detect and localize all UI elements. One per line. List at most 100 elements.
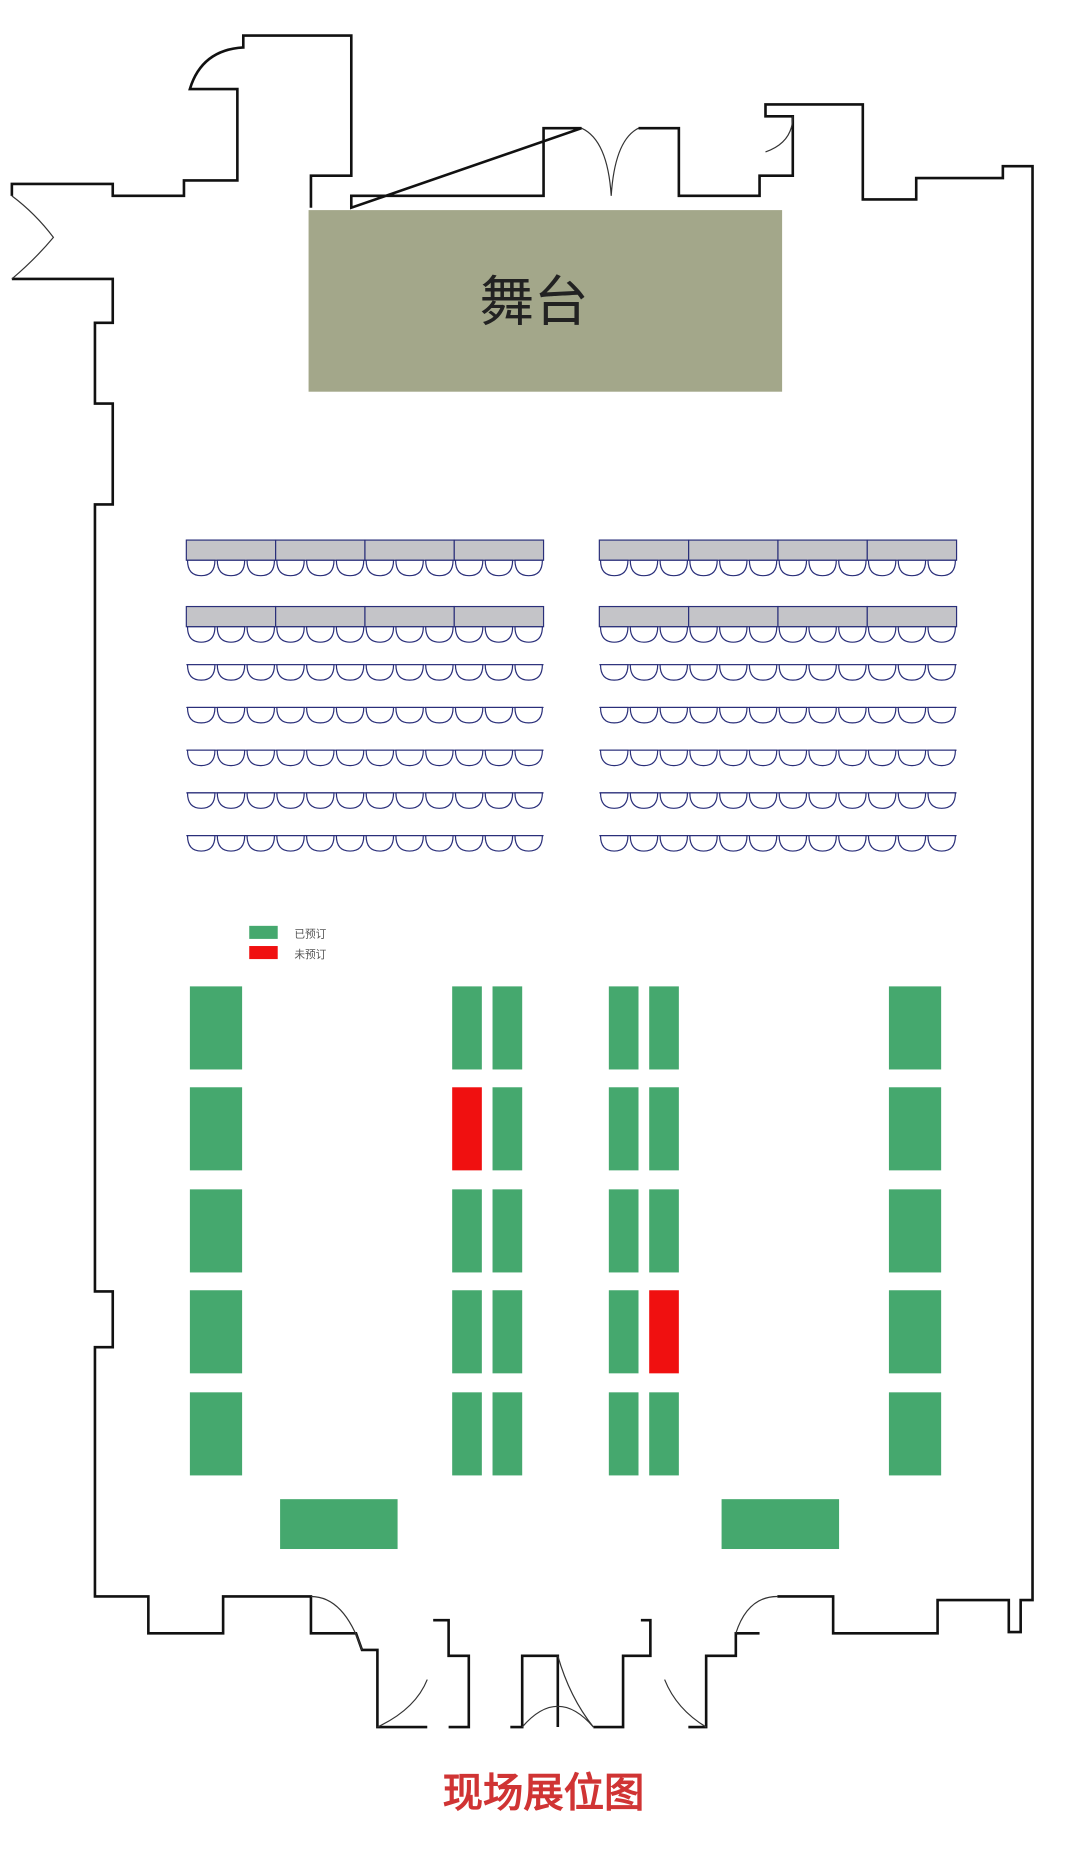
chair bbox=[186, 835, 216, 852]
chair bbox=[599, 835, 629, 852]
chair bbox=[897, 792, 927, 809]
booth-aisle1-left-4-booked[interactable] bbox=[452, 1290, 482, 1374]
booth-aisle2-right-2-booked[interactable] bbox=[649, 1087, 679, 1171]
stage bbox=[308, 210, 783, 392]
legend: 已预订 未预订 bbox=[249, 925, 327, 961]
chair bbox=[867, 626, 897, 643]
chair bbox=[719, 626, 748, 643]
chair bbox=[425, 792, 454, 809]
chair bbox=[425, 664, 454, 681]
booth-left-wall-3-booked[interactable] bbox=[189, 1189, 243, 1273]
chair bbox=[689, 749, 718, 767]
chair bbox=[514, 664, 543, 681]
chair bbox=[719, 792, 748, 809]
chair bbox=[599, 792, 629, 809]
chair bbox=[216, 835, 246, 852]
table bbox=[275, 605, 366, 628]
booth-left-wall-1-booked[interactable] bbox=[189, 986, 243, 1070]
table bbox=[598, 605, 690, 628]
booth-aisle2-right-5-booked[interactable] bbox=[649, 1392, 679, 1476]
chair bbox=[719, 749, 748, 767]
booth-aisle1-right-5-booked[interactable] bbox=[492, 1392, 523, 1476]
booth-aisle1-right-3-booked[interactable] bbox=[492, 1189, 523, 1273]
chair bbox=[305, 664, 335, 681]
booth-bottom-right-booked[interactable] bbox=[721, 1499, 840, 1550]
chair bbox=[395, 626, 424, 643]
chair bbox=[246, 835, 276, 852]
chair bbox=[454, 835, 484, 852]
chair bbox=[484, 835, 514, 852]
chair bbox=[778, 664, 808, 681]
chair bbox=[335, 626, 365, 643]
chair bbox=[484, 559, 514, 577]
booth-aisle2-left-2-booked[interactable] bbox=[608, 1087, 639, 1171]
chair bbox=[276, 835, 305, 852]
booth-aisle1-left-3-booked[interactable] bbox=[452, 1189, 482, 1273]
booth-aisle1-left-2-available[interactable] bbox=[452, 1087, 482, 1171]
booth-bottom-left-booked[interactable] bbox=[280, 1499, 398, 1550]
booth-aisle2-left-5-booked[interactable] bbox=[608, 1392, 639, 1476]
chair bbox=[867, 749, 897, 767]
chair bbox=[748, 559, 778, 577]
map-title: 现场展位图 bbox=[443, 1770, 645, 1817]
chair bbox=[454, 792, 484, 809]
stage-label: 舞台 bbox=[479, 269, 588, 333]
chair bbox=[629, 664, 659, 681]
chair bbox=[305, 749, 335, 767]
door-top bbox=[581, 127, 639, 196]
booth-left-wall-5-booked[interactable] bbox=[189, 1392, 243, 1476]
chair bbox=[897, 706, 927, 724]
chair bbox=[425, 835, 454, 852]
booth-right-wall-5-booked[interactable] bbox=[888, 1392, 942, 1476]
booth-aisle2-right-3-booked[interactable] bbox=[649, 1189, 679, 1273]
chair bbox=[689, 706, 718, 724]
booth-right-wall-3-booked[interactable] bbox=[888, 1189, 942, 1273]
chair bbox=[395, 792, 424, 809]
booth-right-wall-1-booked[interactable] bbox=[888, 986, 942, 1070]
booth-aisle1-left-5-booked[interactable] bbox=[452, 1392, 482, 1476]
chair bbox=[748, 706, 778, 724]
chair bbox=[689, 835, 718, 852]
chair bbox=[216, 792, 246, 809]
booth-aisle1-left-1-booked[interactable] bbox=[452, 986, 482, 1070]
booth-aisle1-right-4-booked[interactable] bbox=[492, 1290, 523, 1374]
booth-aisle2-left-1-booked[interactable] bbox=[608, 986, 639, 1070]
chair bbox=[186, 706, 216, 724]
chair bbox=[246, 749, 276, 767]
booth-aisle2-left-4-booked[interactable] bbox=[608, 1290, 639, 1374]
chair bbox=[365, 706, 395, 724]
chair bbox=[659, 706, 689, 724]
chair bbox=[305, 706, 335, 724]
booth-left-wall-4-booked[interactable] bbox=[189, 1290, 243, 1374]
table bbox=[688, 539, 779, 561]
chair bbox=[927, 626, 956, 643]
chair bbox=[808, 706, 837, 724]
booth-aisle2-left-3-booked[interactable] bbox=[608, 1189, 639, 1273]
booth-right-wall-2-booked[interactable] bbox=[888, 1087, 942, 1171]
chair bbox=[305, 835, 335, 852]
chair bbox=[659, 749, 689, 767]
chair bbox=[216, 706, 246, 724]
chair bbox=[305, 559, 335, 577]
chair bbox=[808, 559, 837, 577]
chair bbox=[484, 626, 514, 643]
chair bbox=[484, 706, 514, 724]
chair bbox=[335, 664, 365, 681]
chair bbox=[395, 835, 424, 852]
chair bbox=[808, 835, 837, 852]
booth-aisle2-right-1-booked[interactable] bbox=[649, 986, 679, 1070]
booth-aisle1-right-1-booked[interactable] bbox=[492, 986, 523, 1070]
chair bbox=[867, 792, 897, 809]
booth-aisle2-right-4-available[interactable] bbox=[649, 1290, 679, 1374]
booth-aisle1-right-2-booked[interactable] bbox=[492, 1087, 523, 1171]
booth-left-wall-2-booked[interactable] bbox=[189, 1087, 243, 1171]
chair bbox=[514, 626, 543, 643]
booth-right-wall-4-booked[interactable] bbox=[888, 1290, 942, 1374]
chair bbox=[514, 749, 543, 767]
chair bbox=[335, 835, 365, 852]
chair bbox=[365, 559, 395, 577]
chair bbox=[659, 792, 689, 809]
chair bbox=[425, 559, 454, 577]
chair bbox=[395, 749, 424, 767]
chair bbox=[276, 706, 305, 724]
